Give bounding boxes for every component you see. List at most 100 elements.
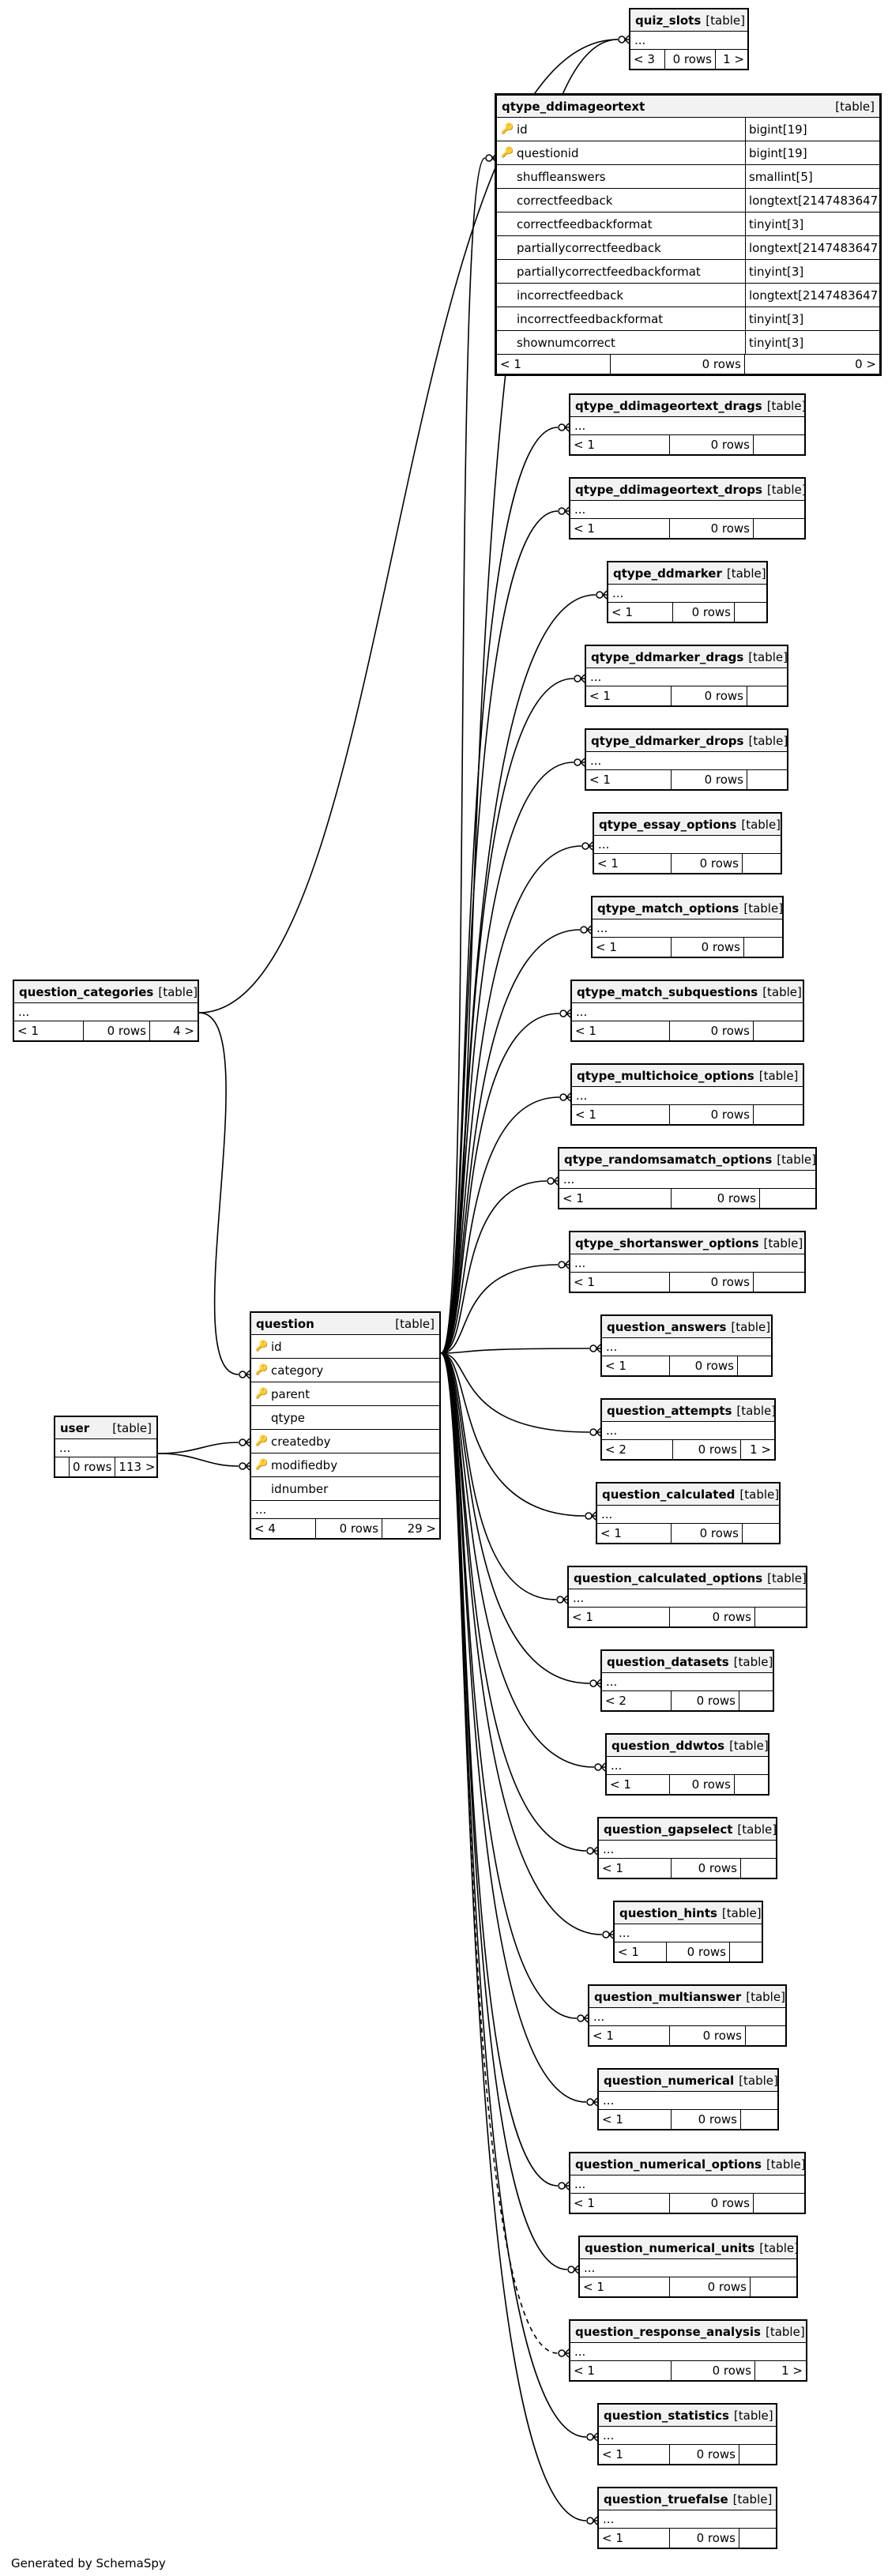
table-name: user: [60, 1420, 90, 1435]
table-question-calculated-options[interactable]: question_calculated_options[table]...< 1…: [567, 1566, 807, 1628]
relationship-line: [440, 1180, 547, 1354]
relationship-line: [440, 1264, 559, 1354]
table-name: question_datasets: [607, 1654, 729, 1669]
columns-ellipsis: ...: [580, 2259, 796, 2277]
relationship-endpoint-icon: [485, 154, 493, 162]
children-count: [747, 686, 787, 705]
column-name: qtype: [271, 1410, 306, 1425]
table-kind: [table]: [158, 984, 198, 999]
table-header: qtype_multichoice_options[table]: [572, 1065, 803, 1087]
table-name: question_calculated: [602, 1487, 736, 1502]
relationship-endpoint-icon: [558, 2182, 566, 2190]
parents-count: < 1: [615, 1942, 667, 1961]
children-count: [755, 1608, 806, 1626]
table-kind: [table]: [766, 482, 807, 497]
table-name: qtype_ddmarker_drags: [591, 649, 744, 664]
crow-foot-mark: [564, 1260, 570, 1269]
table-kind: [table]: [767, 1570, 807, 1585]
table-question[interactable]: question[table] 🔑id 🔑category 🔑parent •q…: [250, 1311, 441, 1540]
column-type: tinyint[3]: [745, 212, 879, 235]
column-type: longtext[2147483647]: [745, 284, 882, 306]
relationship-line: [440, 1352, 578, 2019]
table-kind: [table]: [741, 817, 781, 832]
children-count: [741, 2110, 777, 2129]
children-count: [747, 770, 787, 789]
children-count: [754, 435, 804, 454]
relationship-endpoint-icon: [239, 1462, 246, 1470]
no-key-icon: •: [501, 194, 514, 206]
relationship-line: [440, 1352, 590, 1684]
table-name: qtype_ddmarker: [613, 566, 722, 581]
parents-count: < 1: [570, 1273, 670, 1292]
table-kind: [table]: [112, 1420, 152, 1435]
children-count: [746, 2026, 785, 2045]
row-count: 0 rows: [670, 2277, 751, 2296]
column-row: •partiallycorrectfeedbackformattinyint[3…: [497, 260, 879, 284]
crow-foot-mark: [600, 1762, 606, 1772]
parents-count: [55, 1457, 70, 1476]
no-key-icon: •: [501, 289, 514, 301]
table-header: qtype_shortanswer_options[table]: [570, 1232, 804, 1254]
table-kind: [table]: [777, 1152, 816, 1167]
row-count: 0 rows: [611, 355, 745, 374]
parents-count: < 1: [608, 603, 673, 622]
row-count: 0 rows: [673, 1440, 741, 1459]
crow-foot-mark: [564, 2348, 570, 2358]
table-name: qtype_ddmarker_drops: [591, 733, 744, 748]
children-count: [739, 2445, 776, 2464]
table-qtype-randomsamatch-options[interactable]: qtype_randomsamatch_options[table]...< 1…: [558, 1147, 817, 1209]
relationship-endpoint-icon: [586, 1847, 594, 1855]
no-key-icon: •: [501, 171, 514, 182]
children-count: 29 >: [407, 1521, 436, 1536]
relationship-endpoint-icon: [580, 926, 588, 934]
relationship-line: [440, 678, 574, 1354]
columns-ellipsis: ...: [570, 2175, 804, 2194]
table-header: question_truefalse[table]: [599, 2488, 776, 2510]
table-kind: [table]: [746, 1989, 785, 2004]
table-kind: [table]: [748, 733, 788, 748]
column-name: shuffleanswers: [517, 169, 606, 184]
parents-count: < 1: [589, 2026, 670, 2045]
table-header: question_answers[table]: [602, 1316, 771, 1338]
relationship-endpoint-icon: [556, 1596, 564, 1604]
columns-ellipsis: ...: [599, 2427, 776, 2445]
relationship-endpoint-icon: [558, 1261, 566, 1269]
row-count: 0 rows: [672, 2361, 755, 2380]
table-kind: [table]: [736, 1403, 777, 1418]
table-name: question_numerical_options: [575, 2157, 762, 2172]
